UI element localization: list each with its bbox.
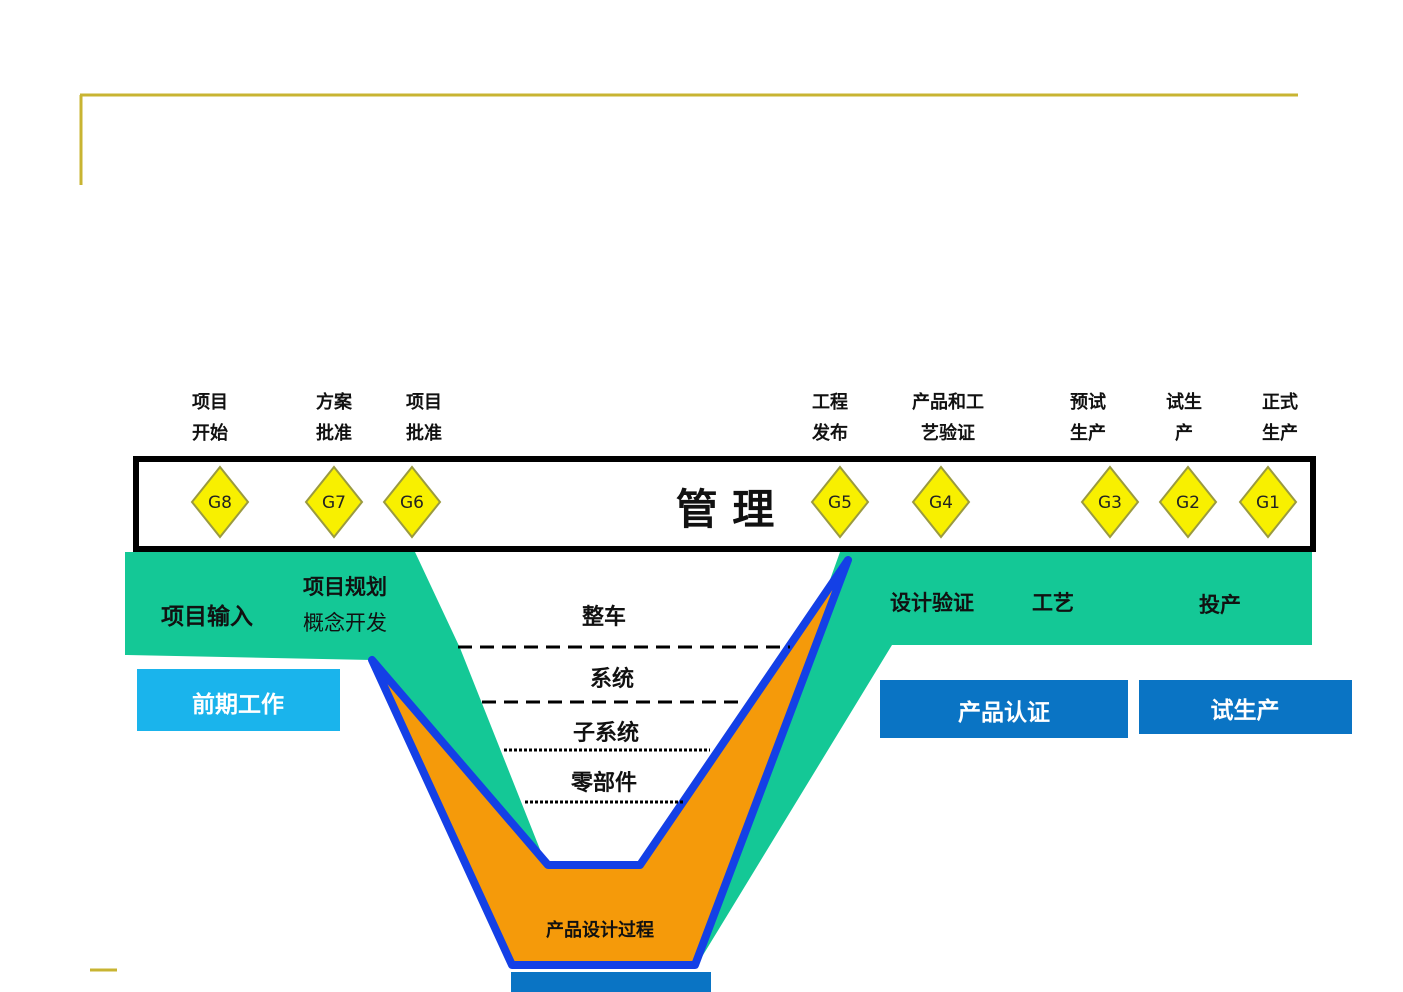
gate-label: G2 [1176,493,1200,513]
management-label: 管 理 [676,485,775,534]
milestone-label: 项目 [406,392,442,413]
gate-diamond-icon [810,465,870,539]
early-work-label: 前期工作 [192,691,284,718]
certification-box [880,680,1128,738]
milestone-label: 产 [1175,422,1193,444]
bottom-strip [511,972,711,992]
trial-production-box [1139,680,1352,734]
gate-label: G5 [828,493,852,513]
phase-process: 工艺 [1032,591,1074,615]
phase-planning-line1: 项目规划 [303,575,387,599]
gate-diamond-icon [911,465,971,539]
design-process-label: 产品设计过程 [546,919,654,941]
gate-label: G8 [208,493,232,513]
milestone-label: 试生 [1166,391,1202,413]
milestone-label: 预试 [1070,391,1106,413]
design-process-v [368,556,852,969]
milestone-label: 开始 [192,422,228,444]
phase-verification: 设计验证 [890,591,974,615]
gate-label: G7 [322,493,346,513]
gate-label: G6 [400,493,424,513]
certification-label: 产品认证 [958,699,1050,726]
gate-diamond-icon [382,465,442,539]
milestone-label: 产品和工 [912,391,984,413]
milestone-label: 发布 [811,422,848,444]
level-subsystem: 子系统 [573,720,639,746]
phase-planning-line2: 概念开发 [303,611,387,635]
gate-diamond-icon [1158,465,1218,539]
milestone-label: 项目 [192,392,228,413]
milestone-label: 生产 [1070,422,1106,444]
milestone-label: 正式 [1262,391,1298,413]
gate-diamond-icon [1080,465,1140,539]
left-teal-band [125,552,548,868]
right-teal-band [695,552,1312,960]
gate-label: G1 [1256,493,1280,513]
early-work-box [137,669,340,731]
level-vehicle: 整车 [582,604,626,630]
gate-label: G4 [929,493,953,513]
level-system: 系统 [590,666,634,692]
gate-diamond-icon [1238,465,1298,539]
gate-label: G3 [1098,493,1122,513]
milestone-label: 艺验证 [921,422,975,444]
milestone-label: 方案 [316,391,353,413]
trial-production-label: 试生产 [1211,697,1280,724]
milestone-label: 批准 [406,422,442,444]
milestone-label: 工程 [812,392,848,413]
phase-production: 投产 [1199,593,1241,617]
level-component: 零部件 [570,770,637,796]
milestone-label: 批准 [316,422,352,444]
phase-input: 项目输入 [161,603,253,630]
gate-diamond-icon [304,465,364,539]
gate-diamond-icon [190,465,250,539]
milestone-label: 生产 [1262,422,1298,444]
